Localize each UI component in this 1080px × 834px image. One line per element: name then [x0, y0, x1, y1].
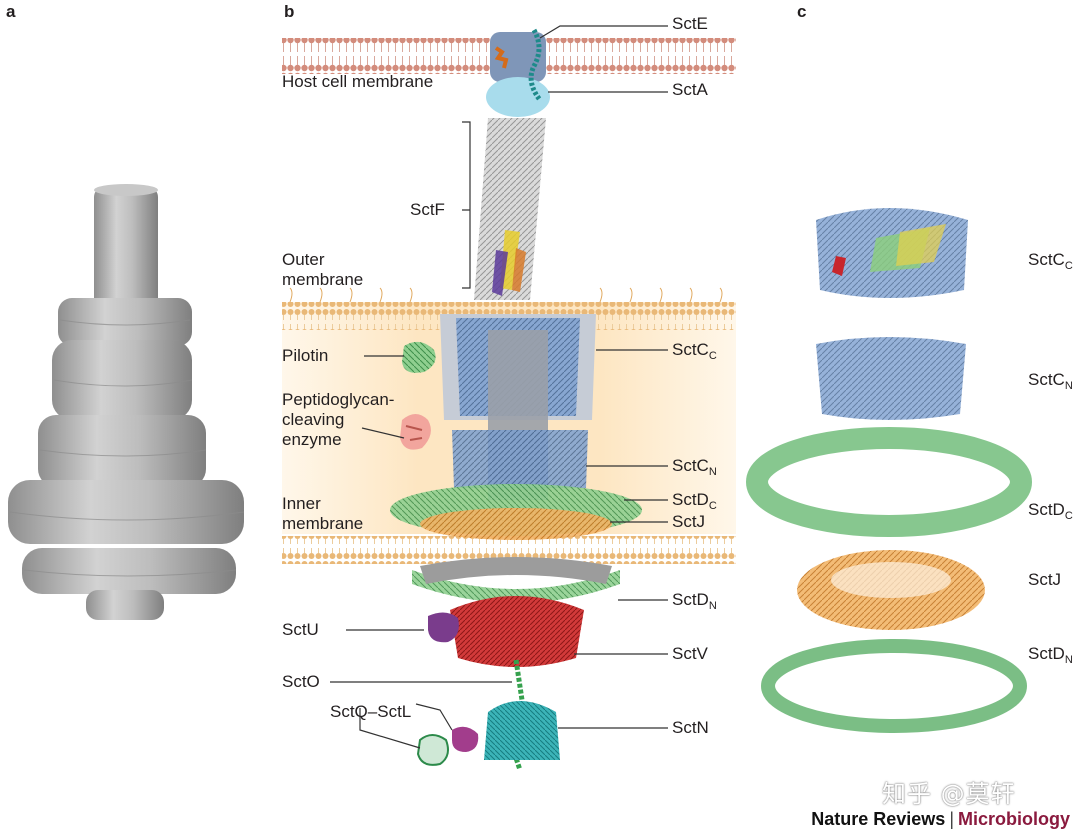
panel-c-exploded-view — [746, 208, 1032, 733]
sctCc-label: SctCC — [672, 340, 717, 362]
basal-ring-density — [8, 480, 244, 544]
panel-c-sctCc-label: SctCC — [1028, 250, 1073, 272]
sctDc-label-base: SctD — [672, 490, 709, 509]
sctF-label: SctF — [410, 200, 445, 219]
panel-c-sctDc-label: SctDC — [1028, 500, 1073, 522]
sctCn-density — [452, 430, 588, 488]
panel-c-sctDc-sub: C — [1064, 510, 1073, 522]
panel-c-sctCn-sub: N — [1064, 380, 1073, 392]
credit-journal: Microbiology — [958, 809, 1070, 829]
sctQL-label: SctQ–SctL — [330, 702, 412, 721]
sctJ-ring — [420, 508, 612, 540]
panel-c-sctDn-label: SctDN — [1028, 644, 1073, 666]
panel-letter-b: b — [284, 2, 295, 21]
sctO-label: SctO — [282, 672, 320, 691]
panel-c-sctDn-base: SctD — [1028, 644, 1065, 663]
journal-credit: Nature Reviews|Microbiology — [811, 809, 1070, 830]
inner-membrane-label: Inner membrane — [282, 494, 364, 533]
sctDn-label: SctDN — [672, 590, 717, 612]
panel-a-density-map — [8, 184, 245, 620]
sctCn-label: SctCN — [672, 456, 717, 478]
pilotin-label: Pilotin — [282, 346, 329, 365]
sctU-structure — [428, 612, 459, 643]
lower-ring-density — [22, 548, 236, 594]
sctJ-label: SctJ — [672, 512, 706, 531]
needle-stub — [94, 187, 158, 312]
panel-c-sctCc-base: SctC — [1028, 250, 1065, 269]
sctA-label: SctA — [672, 80, 708, 99]
sctCc-label-sub: C — [708, 350, 717, 362]
sctL-structure — [452, 726, 479, 752]
bottom-density — [86, 590, 164, 620]
pg-enzyme-structure — [400, 414, 431, 450]
panel-c-sctCn-base: SctC — [1028, 370, 1065, 389]
pg-enzyme-label: Peptidoglycan-cleaving enzyme — [282, 390, 395, 449]
sctQ-structure — [416, 734, 449, 766]
sctDn-model — [761, 639, 1027, 733]
translocon — [486, 28, 550, 117]
panel-b-leader-lines — [330, 25, 668, 749]
host-membrane-label: Host cell membrane — [282, 72, 434, 91]
sctDc-label-sub: C — [708, 500, 717, 512]
sctCn-model — [816, 337, 966, 420]
credit-publisher: Nature Reviews — [811, 809, 946, 829]
panel-c-sctDc-base: SctD — [1028, 500, 1065, 519]
sctCn-label-sub: N — [708, 466, 717, 478]
panel-c-sctJ-label: SctJ — [1028, 570, 1062, 589]
pilotin-structure — [402, 341, 436, 373]
watermark-text: 知乎 @莫轩 — [882, 780, 1016, 808]
sctDn-label-sub: N — [708, 600, 717, 612]
outer-ring-density — [58, 298, 192, 346]
sctV-structure — [450, 596, 584, 667]
sctDc-model — [746, 427, 1032, 537]
sctDn-label-base: SctD — [672, 590, 709, 609]
outer-membrane-label: Outer membrane — [282, 250, 364, 289]
panel-letter-a: a — [6, 2, 16, 21]
sctN-label: SctN — [672, 718, 709, 737]
credit-separator: | — [949, 809, 954, 829]
panel-c-sctCc-sub: C — [1064, 260, 1073, 272]
neck-density — [52, 340, 192, 420]
sctV-label: SctV — [672, 644, 708, 663]
sctF-needle — [474, 118, 546, 300]
export-apparatus — [416, 596, 584, 771]
outer-membrane-lps — [289, 287, 723, 303]
panel-c-sctCn-label: SctCN — [1028, 370, 1073, 392]
sctCc-label-base: SctC — [672, 340, 709, 359]
sctN-atpase — [484, 701, 560, 760]
sctU-label: SctU — [282, 620, 319, 639]
panel-letter-c: c — [797, 2, 807, 21]
sctA-tip — [486, 77, 550, 117]
sctDn-ring — [412, 570, 620, 603]
panel-c-sctDn-sub: N — [1064, 654, 1073, 666]
sctDc-label: SctDC — [672, 490, 717, 512]
inner-ring-density — [38, 415, 206, 487]
sctCn-label-base: SctC — [672, 456, 709, 475]
sctE-label: SctE — [672, 14, 708, 33]
basal-body — [390, 314, 642, 603]
